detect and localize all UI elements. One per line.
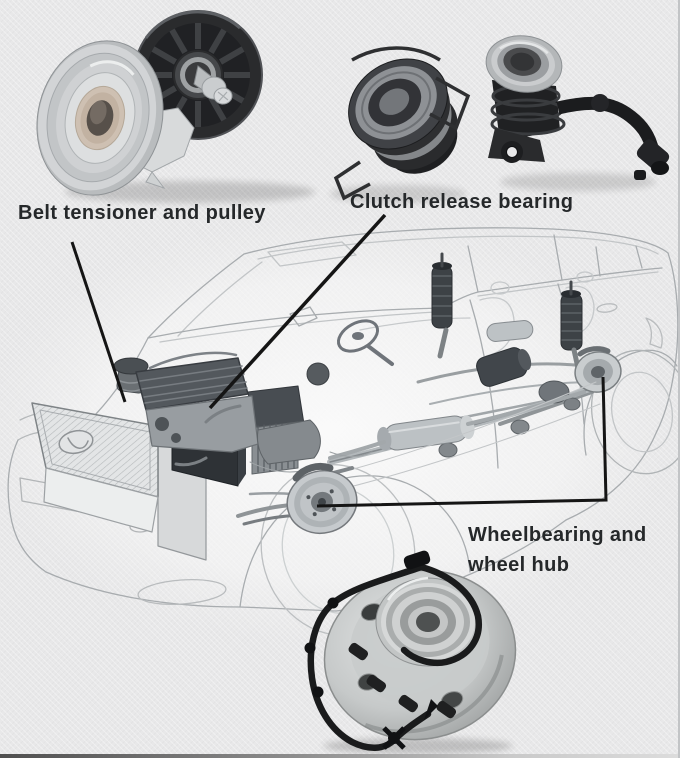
leader-belt-tensioner xyxy=(70,241,127,403)
leader-lines xyxy=(70,213,608,508)
car-front-suspension xyxy=(236,462,358,534)
abs-cable-fittings xyxy=(304,550,438,750)
engine xyxy=(135,351,321,475)
label-wheel-line2: wheel hub xyxy=(468,554,570,576)
brake-booster xyxy=(306,362,330,386)
bearing-wire-clips xyxy=(333,46,471,201)
hub-center-bearing xyxy=(375,576,481,667)
steering-wheel xyxy=(336,319,394,366)
exhaust-resonator xyxy=(486,320,534,342)
interior-seat-outlines xyxy=(359,271,595,357)
rear-brake-hub xyxy=(574,351,622,393)
car-engine-bay xyxy=(31,319,532,561)
rear-air-spring xyxy=(431,252,453,359)
car-exhaust xyxy=(328,381,601,493)
right-edge-line xyxy=(678,0,680,758)
label-wheel-line1: Wheelbearing and xyxy=(468,524,647,546)
rear-air-spring xyxy=(560,280,583,371)
belt-tensioner-and-pulley-photo xyxy=(36,10,315,203)
belt-tensioner xyxy=(36,40,195,196)
idler-bolt xyxy=(193,65,233,105)
front-strut-tower xyxy=(113,357,149,394)
bottom-edge-bar xyxy=(0,754,680,758)
slave-cylinder-bearing-ring xyxy=(485,35,563,93)
transfer-unit xyxy=(476,347,532,387)
concentric-slave-cylinder-photo xyxy=(485,35,670,191)
label-belt-tensioner: Belt tensioner and pulley xyxy=(18,202,266,224)
wheel-studs xyxy=(348,642,457,719)
leader-wheel-hub xyxy=(316,376,608,508)
front-brake-hub xyxy=(286,470,358,534)
leader-clutch-bearing xyxy=(208,213,387,410)
wheel-hub-assembly-photo xyxy=(304,550,517,754)
label-wheel-bearing-hub: Wheelbearing and wheel hub xyxy=(468,520,647,580)
clutch-release-bearing-photo xyxy=(330,46,471,203)
label-clutch-release-bearing: Clutch release bearing xyxy=(350,191,574,213)
car-chassis-cutaway-drawing xyxy=(7,227,680,636)
